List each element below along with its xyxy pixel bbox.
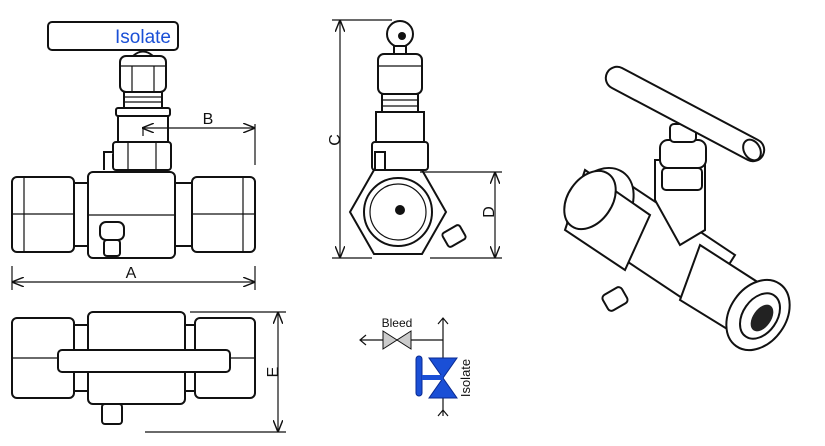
dimension-d-label: D [481, 206, 498, 218]
bleed-port [103, 239, 121, 257]
isolate-label: Isolate [458, 359, 473, 397]
bonnet-hex [112, 141, 172, 171]
side-view: C D [327, 19, 502, 259]
packing-nut [119, 55, 167, 93]
bleed-valve-symbol [382, 330, 398, 350]
isolate-valve-symbol [428, 357, 458, 379]
front-view: Isolate A B [11, 21, 256, 290]
dimension-c-label: C [327, 134, 344, 146]
bottom-view: E [11, 311, 286, 433]
handle-bar [47, 21, 179, 51]
bleed-label: Bleed [382, 316, 413, 330]
valve-schematic: Bleed Isolate [359, 316, 473, 417]
isometric-view [563, 65, 791, 352]
handle-label: Isolate [115, 27, 171, 48]
dimension-a-label: A [126, 265, 137, 282]
handle-3d [604, 65, 766, 163]
dimension-e-label: E [265, 367, 282, 378]
handle-bar-bottom [57, 349, 231, 373]
dimension-b-label: B [203, 111, 214, 128]
